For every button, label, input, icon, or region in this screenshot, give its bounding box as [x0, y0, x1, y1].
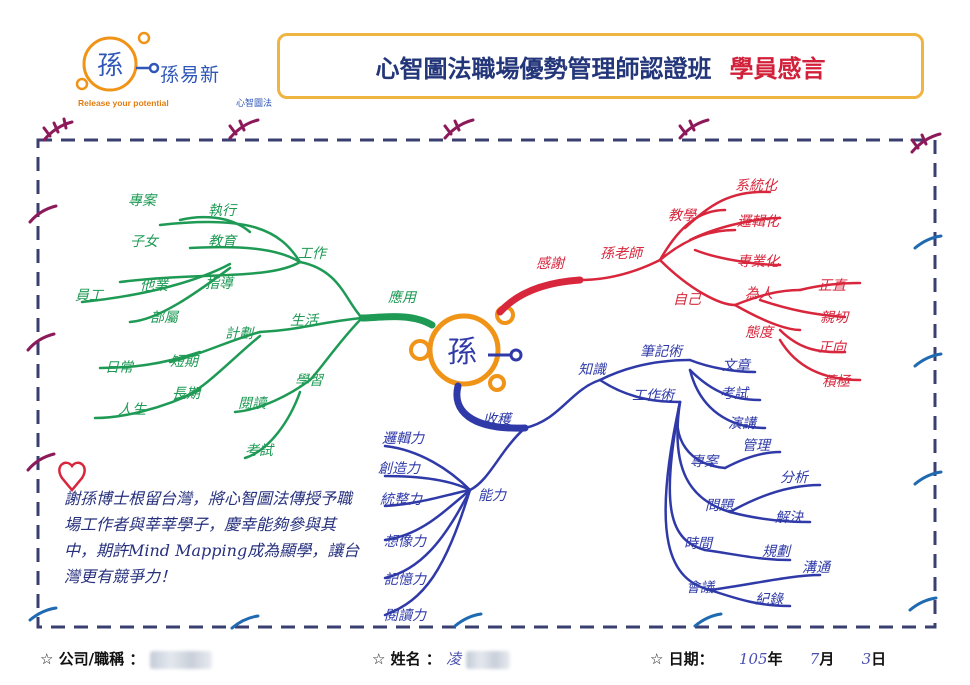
node-worklab: 工作術	[632, 388, 676, 404]
title-banner: 心智圖法職場優勢管理師認證班 學員感言	[277, 33, 924, 99]
node-ability-1: 邏輯力	[382, 431, 425, 447]
node-self-person: 為人	[745, 286, 773, 302]
node-work-5: 員工	[75, 288, 105, 304]
footer-name: ☆ 姓名 ： 凌	[372, 648, 511, 672]
node-worklab-6: 時間	[684, 536, 714, 552]
branch-apply	[80, 215, 436, 460]
node-self: 自己	[673, 292, 702, 308]
node-work-3: 子女	[130, 234, 160, 250]
node-work-2: 執行	[208, 203, 238, 219]
name-label: ☆ 姓名 ：	[372, 650, 441, 668]
node-worklab-1: 專案	[690, 454, 720, 470]
date-day: 3	[861, 650, 872, 668]
company-redacted	[149, 650, 212, 669]
logo-mark-icon: 孫	[75, 31, 160, 92]
node-apply: 應用	[388, 289, 418, 306]
node-worklab-3: 問題	[705, 498, 736, 514]
node-worklab-5: 解決	[775, 510, 804, 526]
node-life-plan: 計劃	[225, 326, 255, 342]
node-work-8: 部屬	[150, 310, 180, 326]
node-worklab-4: 分析	[780, 470, 810, 486]
node-work-1: 專案	[128, 193, 158, 209]
date-year-unit: 年	[767, 650, 783, 668]
node-life-4: 長期	[172, 386, 202, 402]
footer-date: ☆ 日期： 105年 7月 3日	[650, 648, 886, 672]
date-label: ☆ 日期：	[650, 650, 714, 668]
node-knowledge: 知識	[578, 362, 608, 378]
node-gain: 收穫	[483, 412, 514, 428]
node-life: 生活	[290, 313, 320, 329]
node-worklab-10: 紀錄	[755, 592, 785, 608]
date-month-unit: 月	[819, 650, 835, 668]
heart-icon	[58, 461, 86, 492]
node-notes-3: 演講	[728, 416, 758, 432]
node-study-2: 考試	[245, 443, 275, 459]
node-work-7: 指導	[205, 276, 235, 292]
logo-tagline: Release your potential	[78, 98, 169, 108]
node-work-6: 他業	[140, 278, 170, 294]
node-self-2: 親切	[820, 310, 850, 326]
node-ability-6: 閱讀力	[384, 608, 427, 624]
name-redacted	[466, 650, 511, 669]
node-ability-5: 記憶力	[384, 572, 427, 588]
node-teach-3: 專業化	[737, 254, 781, 270]
name-prefix: 凌	[446, 650, 462, 668]
page-title-accent: 學員感言	[729, 54, 826, 83]
logo-mark-text: 孫	[97, 51, 123, 81]
testimonial-text: 謝孫博士根留台灣，將心智圖法傳授予職場工作者與莘莘學子，慶幸能夠參與其中，期許M…	[64, 489, 360, 586]
node-self-4: 積極	[822, 374, 852, 390]
node-teach-2: 邏輯化	[737, 214, 781, 230]
node-thanks: 感謝	[536, 256, 566, 272]
node-worklab-7: 規劃	[762, 544, 792, 560]
feather-icon	[26, 117, 943, 630]
node-notes: 筆記術	[640, 344, 684, 360]
node-teach-1: 系統化	[735, 178, 779, 194]
branch-thanks	[496, 190, 862, 382]
logo-sub: 心智圖法	[236, 99, 273, 109]
node-ability-4: 想像力	[384, 534, 427, 550]
node-self-1: 正直	[818, 278, 848, 294]
node-life-1: 日常	[105, 360, 135, 376]
logo: 孫 孫易新 Release your potential 心智圖法	[68, 24, 272, 109]
node-study: 學習	[295, 373, 325, 389]
logo-brand: 孫易新	[160, 64, 221, 86]
center-node-label: 孫	[447, 335, 477, 370]
node-work-4: 教育	[208, 234, 238, 250]
company-label: ☆ 公司/職稱 ：	[40, 650, 145, 668]
node-ability: 能力	[478, 488, 507, 504]
footer-company: ☆ 公司/職稱 ：	[40, 648, 212, 672]
node-ability-2: 創造力	[378, 461, 421, 477]
node-self-3: 正向	[818, 340, 848, 356]
date-day-unit: 日	[871, 650, 887, 668]
node-study-1: 閱讀	[238, 396, 268, 412]
node-worklab-9: 溝通	[802, 560, 832, 576]
branch-gain	[383, 358, 822, 617]
dashed-frame	[36, 138, 937, 629]
node-worklab-2: 管理	[742, 438, 772, 454]
node-self-attitude: 態度	[745, 325, 775, 341]
node-life-3: 人生	[118, 402, 147, 418]
node-teach: 教學	[668, 208, 698, 224]
node-teacher: 孫老師	[600, 246, 645, 262]
date-year: 105	[738, 650, 768, 668]
node-life-2: 短期	[170, 354, 200, 370]
node-ability-3: 統整力	[380, 492, 423, 508]
node-notes-2: 考試	[720, 386, 750, 402]
node-notes-1: 文章	[722, 358, 752, 374]
node-worklab-8: 會議	[686, 580, 716, 596]
node-work: 工作	[298, 246, 328, 262]
date-month: 7	[809, 650, 820, 668]
page-title: 心智圖法職場優勢管理師認證班	[375, 54, 712, 83]
